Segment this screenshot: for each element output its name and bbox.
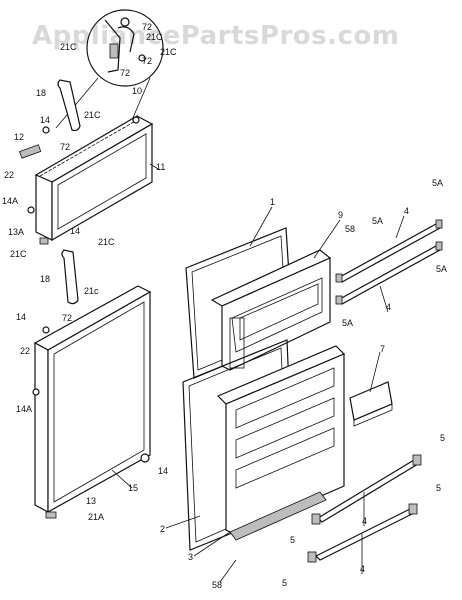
freezer-inner-door-9 (210, 249, 332, 371)
label-1: 1 (270, 197, 275, 207)
label-18-a: 18 (36, 88, 46, 98)
screw-10 (132, 116, 140, 124)
label-21c: 21c (84, 286, 99, 296)
label-14A-a: 14A (2, 196, 18, 206)
label-5A-c: 5A (436, 264, 447, 274)
label-72-d: 72 (60, 142, 70, 152)
label-14A-b: 14A (16, 404, 32, 414)
label-58-a: 58 (345, 224, 355, 234)
fresh-food-inner-door-3 (216, 345, 346, 541)
label-14-b: 14 (70, 226, 80, 236)
label-4-a: 4 (404, 206, 409, 216)
label-21A: 21A (88, 512, 104, 522)
plug-14A-upper (27, 206, 35, 214)
freezer-door-liner-11 (34, 115, 154, 242)
label-72-e: 72 (62, 313, 72, 323)
label-58-b: 58 (212, 580, 222, 590)
label-14-a: 14 (40, 115, 50, 125)
door-handle-18-upper (57, 79, 81, 132)
bracket-13A (39, 237, 49, 245)
watermark-text: AppliancePartsPros.com (32, 21, 399, 51)
label-21C-a: 21C (60, 42, 77, 52)
label-9: 9 (338, 210, 343, 220)
label-72-b: 72 (120, 68, 130, 78)
shelf-bars-4-upper (335, 219, 443, 305)
label-13: 13 (86, 496, 96, 506)
hinge-detail-magnifier (55, 9, 164, 129)
label-72-c: 72 (142, 56, 152, 66)
label-22-a: 22 (4, 170, 14, 180)
screw-14-bottom (140, 453, 150, 463)
leader-lines (111, 163, 405, 583)
label-5A-d: 5A (342, 318, 353, 328)
label-5-d: 5 (282, 578, 287, 588)
label-21C-f: 21C (98, 237, 115, 247)
label-72-a: 72 (142, 22, 152, 32)
label-21C-d: 21C (84, 110, 101, 120)
hinge-13 (45, 511, 57, 519)
label-13A: 13A (8, 227, 24, 237)
part-number-labels: 72 21C 21C 72 21C 72 18 10 12 14 21C 72 … (2, 22, 447, 590)
label-4-b: 4 (386, 302, 391, 312)
label-18-b: 18 (40, 274, 50, 284)
label-4-c: 4 (362, 516, 367, 526)
fresh-food-door-liner-15 (33, 285, 152, 514)
plug-14A-lower (32, 388, 40, 396)
label-10: 10 (132, 86, 142, 96)
label-21C-b: 21C (146, 32, 163, 42)
label-7: 7 (380, 344, 385, 354)
label-14-d: 14 (158, 466, 168, 476)
label-4-d: 4 (360, 564, 365, 574)
label-15: 15 (128, 483, 138, 493)
door-handle-18-lower (61, 249, 79, 305)
label-3: 3 (188, 552, 193, 562)
label-5-c: 5 (290, 535, 295, 545)
screw-14-upper (42, 126, 50, 134)
label-2: 2 (160, 524, 165, 534)
label-14-c: 14 (16, 312, 26, 322)
label-5-a: 5 (440, 433, 445, 443)
shelf-bars-4-lower (307, 454, 422, 563)
dairy-door-7 (349, 381, 393, 427)
screw-14-lower (42, 326, 50, 334)
label-5A-b: 5A (432, 178, 443, 188)
label-5A-a: 5A (372, 216, 383, 226)
nameplate-12 (19, 144, 42, 159)
label-21C-e: 21C (10, 249, 27, 259)
label-22-b: 22 (20, 346, 30, 356)
label-12: 12 (14, 132, 24, 142)
label-5-b: 5 (436, 483, 441, 493)
label-11: 11 (156, 162, 165, 172)
label-21C-c: 21C (160, 47, 177, 57)
